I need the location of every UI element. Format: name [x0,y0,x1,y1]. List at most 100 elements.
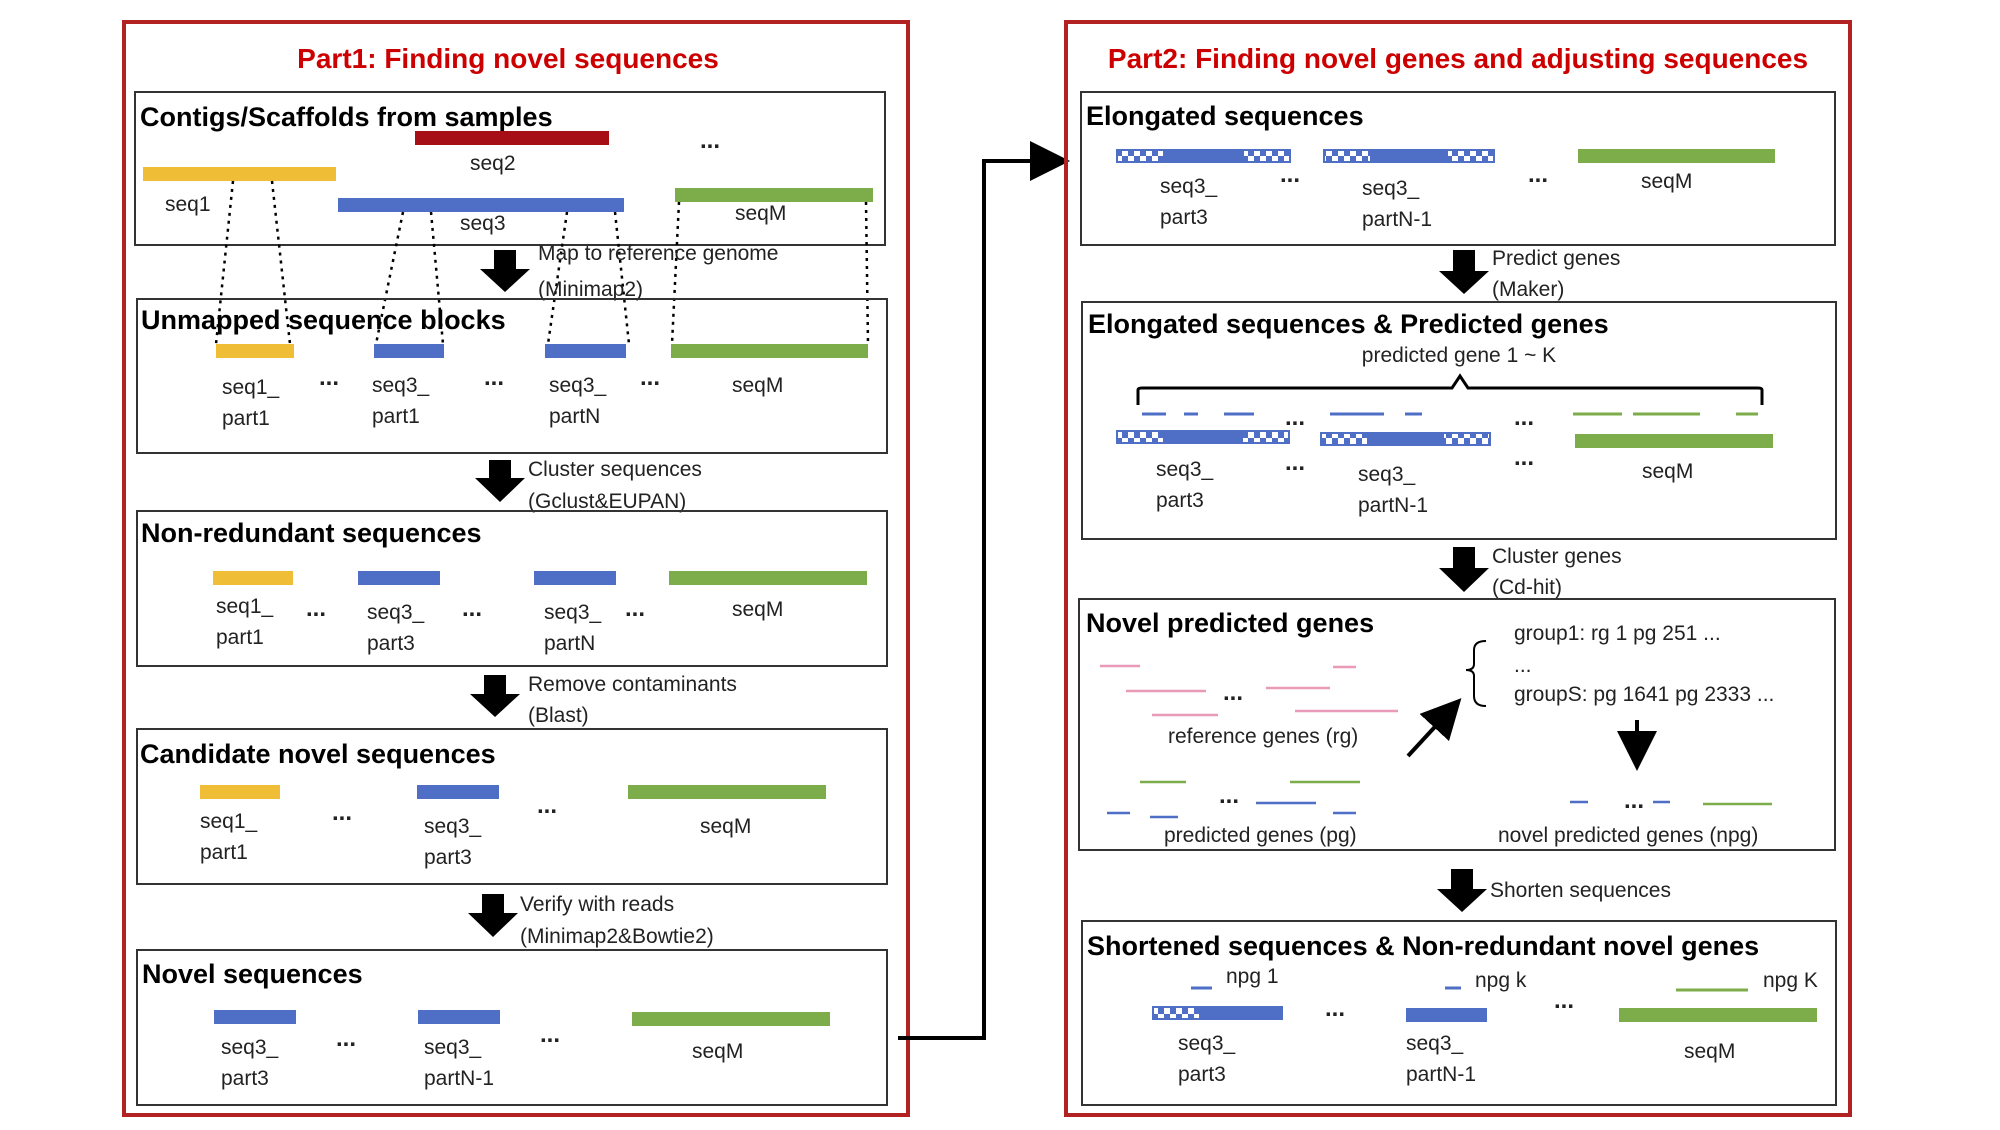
c-b2: part3 [424,846,472,869]
e-b2: partN-1 [1362,208,1432,231]
ellipsis: ... [1280,161,1300,188]
v-seq3p3-bar [214,1010,296,1024]
diagonal-arrow [1406,698,1462,758]
p2-step2-line1: Cluster genes [1492,545,1622,568]
c-seq1-bar [200,785,280,799]
checker-block [1444,434,1489,444]
u-a1: seq1_ [222,376,280,399]
u-d1: seqM [732,374,783,397]
ellipsis: ... [1514,444,1534,471]
n-seq3pN-bar [534,571,616,585]
npg-label: novel predicted genes (npg) [1498,824,1758,847]
checker-block [1244,151,1289,161]
s-a1: seq3_ [1178,1032,1236,1055]
ellipsis: ... [484,364,504,391]
e-a1: seq3_ [1160,175,1218,198]
unmapped-box [136,298,888,454]
u-c2: partN [549,405,600,428]
contigs-box [134,91,886,246]
ellipsis: ... [700,127,720,154]
seq1-bar [143,167,336,181]
n-seqM-bar [669,571,867,585]
novel-seq-title: Novel sequences [142,959,363,989]
p2-step1-line2: (Maker) [1492,278,1564,301]
pred-genes-label: predicted genes (pg) [1164,824,1357,847]
gene-brace [1136,373,1764,405]
checker-block [1118,432,1163,442]
p-b2: partN-1 [1358,494,1428,517]
step4-line1: Verify with reads [520,893,674,916]
down-arrow-4 [468,894,518,937]
c-a1: seq1_ [200,810,258,833]
seq3-bar [338,198,624,212]
candidate-title: Candidate novel sequences [140,739,496,769]
group-brace [1465,640,1487,707]
ellipsis: ... [1219,782,1239,809]
e-d1: seqM [1641,170,1692,193]
u-seqM-bar [671,344,868,358]
n-a2: part1 [216,626,264,649]
seqM-label: seqM [735,202,786,225]
u-c1: seq3_ [549,374,607,397]
seqM-bar [675,188,873,202]
part2-title: Part2: Finding novel genes and adjusting… [1108,43,1808,74]
novel-genes-title: Novel predicted genes [1086,608,1374,638]
n-b1: seq3_ [367,601,425,624]
step1-line1: Map to reference genome [538,242,778,265]
shortened-box [1081,920,1837,1106]
c-d1: seqM [700,815,751,838]
part1-title: Part1: Finding novel sequences [297,43,719,74]
step3-line1: Remove contaminants [528,673,737,696]
npg1-label: npg 1 [1226,965,1279,988]
ellipsis: ... [1325,995,1345,1022]
p2-step3-line1: Shorten sequences [1490,879,1671,902]
candidate-box [136,728,888,885]
ellipsis: ... [462,595,482,622]
npgK-label: npg K [1763,969,1818,992]
s-seq3pN-bar [1406,1008,1487,1022]
step4-line2: (Minimap2&Bowtie2) [520,925,714,948]
part1-frame [122,20,910,1117]
s-a2: part3 [1178,1063,1226,1086]
v-seqM-bar [632,1012,830,1026]
predicted-title: Elongated sequences & Predicted genes [1088,309,1609,339]
p-a1: seq3_ [1156,458,1214,481]
p2-down-arrow-3 [1437,869,1487,912]
step2-line1: Cluster sequences [528,458,702,481]
elongated-title: Elongated sequences [1086,101,1364,131]
v-b2: partN-1 [424,1067,494,1090]
ellipsis: ... [540,1021,560,1048]
e-seqM-bar [1578,149,1775,163]
seq1-label: seq1 [165,193,211,216]
seq2-label: seq2 [470,152,516,175]
predicted-subtitle: predicted gene 1 ~ K [1362,344,1556,367]
c-b1: seq3_ [424,815,482,838]
down-arrow-2 [475,460,525,502]
p-a2: part3 [1156,489,1204,512]
groupS-label: groupS: pg 1641 pg 2333 ... [1514,683,1774,706]
n-a1: seq1_ [216,595,274,618]
s-seqM-bar [1619,1008,1817,1022]
p-b1: seq3_ [1358,463,1416,486]
checker-block [1448,151,1493,161]
checker-block [1118,151,1163,161]
checker-block [1243,432,1288,442]
u-seq1-bar [216,344,294,358]
ellipsis: ... [640,364,660,391]
ellipsis: ... [625,595,645,622]
v-a1: seq3_ [221,1036,279,1059]
u-b2: part1 [372,405,420,428]
p2-step1-line1: Predict genes [1492,247,1620,270]
step3-line2: (Blast) [528,704,589,727]
n-seq1-bar [213,571,293,585]
group1-label: group1: rg 1 pg 251 ... [1514,622,1721,645]
p-d1: seqM [1642,460,1693,483]
npg-marks [1570,800,1772,806]
ellipsis: ... [1223,679,1243,706]
checker-block [1154,1008,1199,1018]
connector-arrow [898,141,1070,1040]
v-b1: seq3_ [424,1036,482,1059]
s-b1: seq3_ [1406,1032,1464,1055]
s-d1: seqM [1684,1040,1735,1063]
